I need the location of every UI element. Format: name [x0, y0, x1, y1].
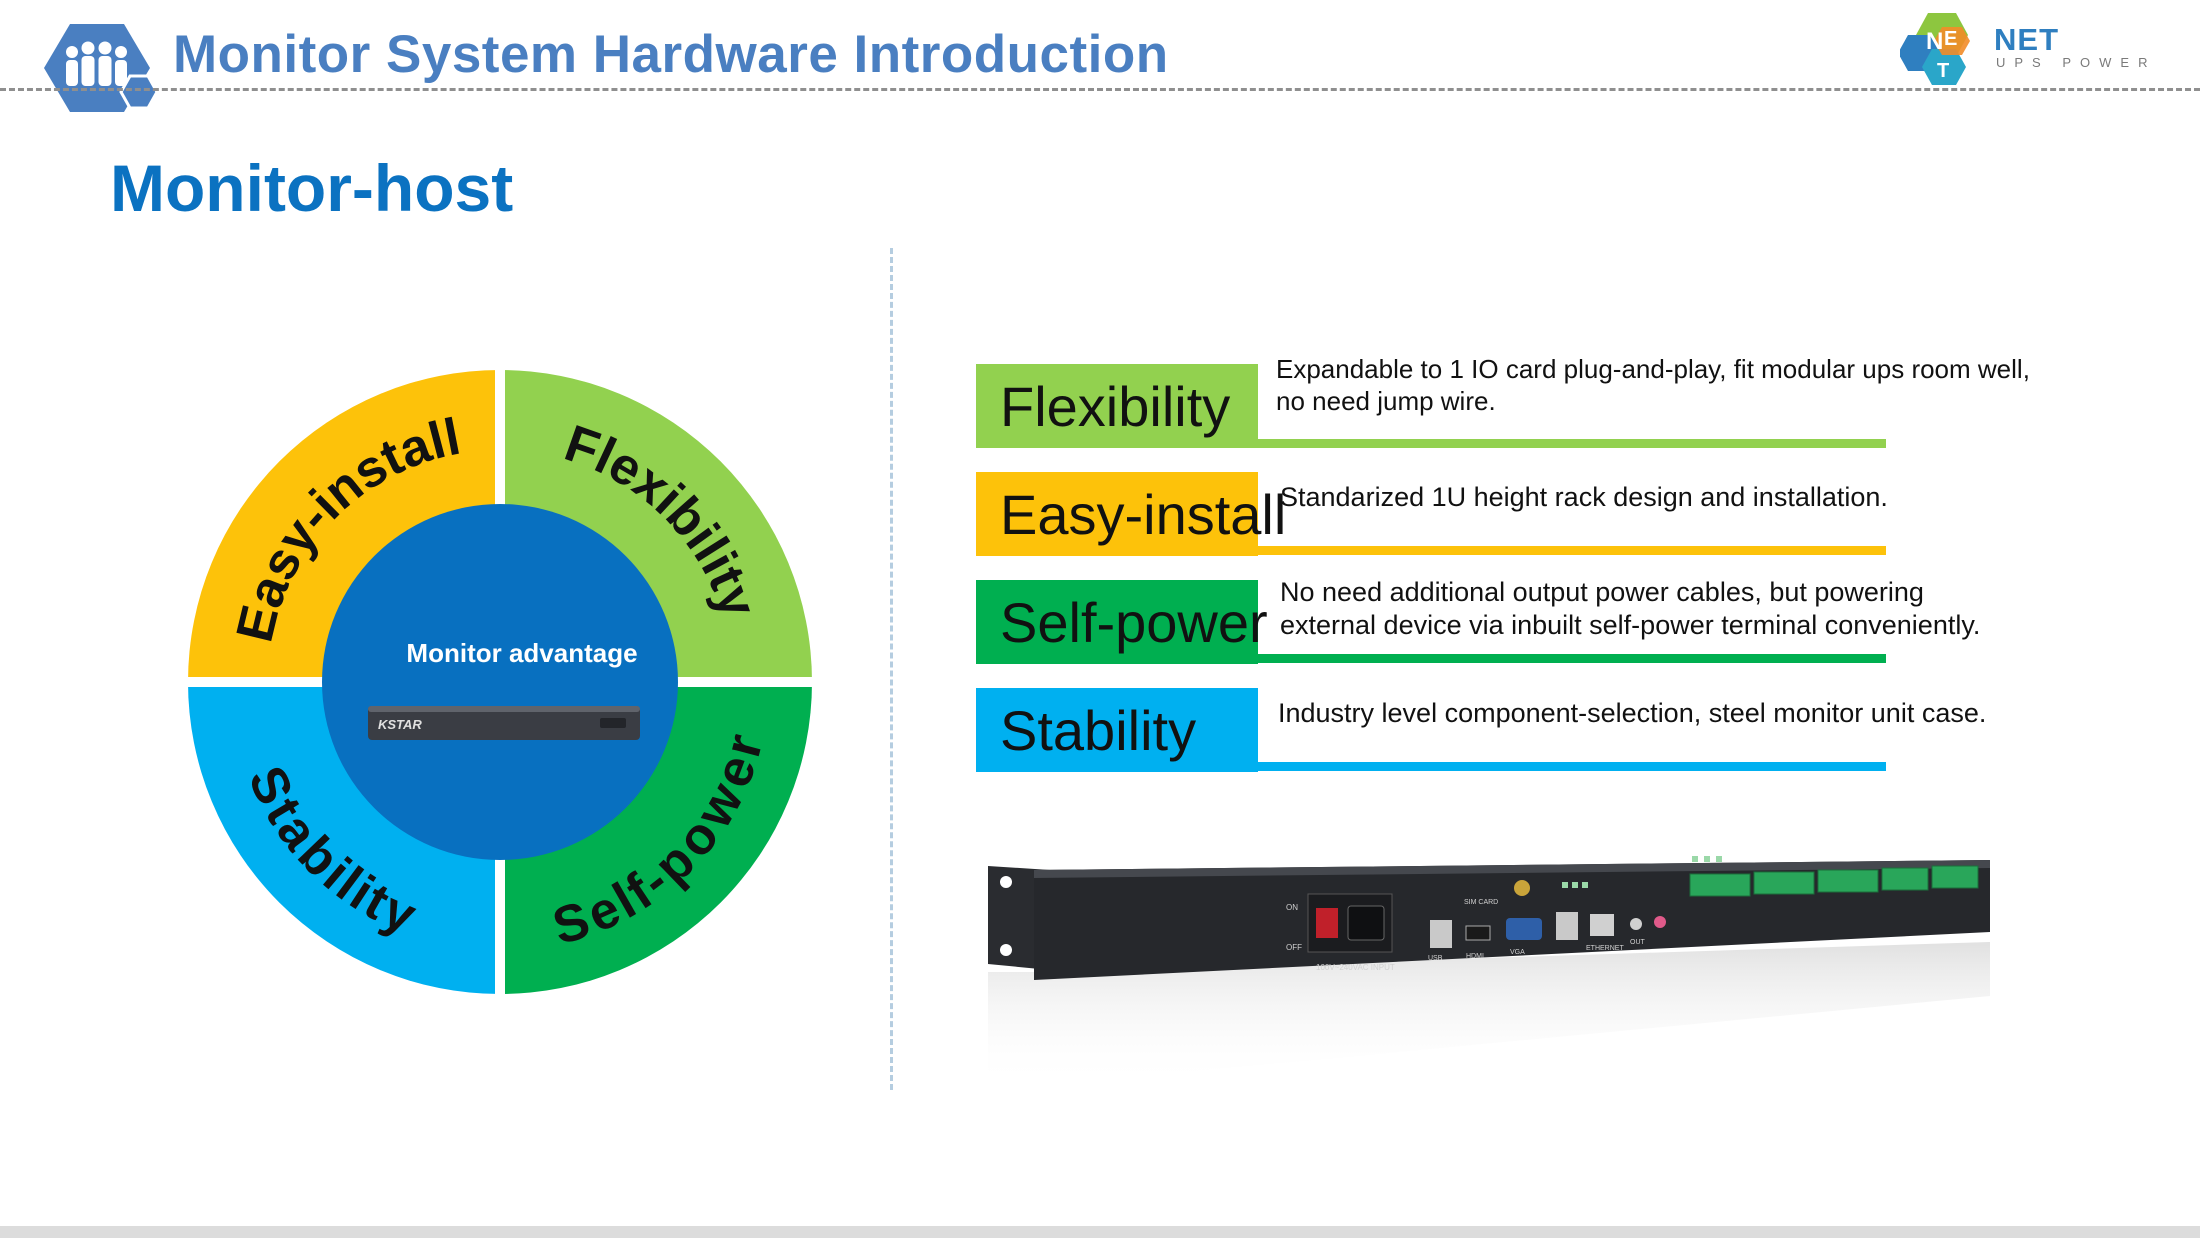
vertical-divider [890, 248, 893, 1090]
off-label: OFF [1286, 943, 1302, 952]
feature-underline [1258, 546, 1886, 555]
feature-underline [1258, 439, 1886, 448]
page-title: Monitor System Hardware Introduction [173, 25, 1169, 84]
section-title: Monitor-host [110, 151, 514, 225]
feature-description: Expandable to 1 IO card plug-and-play, f… [1276, 354, 2030, 416]
feature-underline [1258, 762, 1886, 771]
power-input-label: 100V~240VAC INPUT [1316, 963, 1395, 972]
footer-bar [0, 1226, 2200, 1238]
monitor-device-icon: KSTAR [368, 706, 640, 740]
net-logo-icon: N E T [1900, 13, 1970, 85]
feature-description: No need additional output power cables, … [1280, 577, 1981, 640]
advantage-diagram: Easy-install Flexibility Stability Self-… [180, 362, 820, 1002]
header-divider [0, 88, 2200, 91]
vga-label: VGA [1510, 949, 1525, 956]
team-hexagon-icon [44, 24, 159, 112]
feature-label: Easy-install [976, 472, 1286, 556]
center-disc [322, 504, 678, 860]
center-label: Monitor advantage [406, 638, 637, 668]
feature-description: Industry level component-selection, stee… [1278, 698, 1987, 728]
feature-description: Standarized 1U height rack design and in… [1280, 482, 1888, 512]
logo-brand-text: NET [1994, 22, 2059, 57]
device-brand-label: KSTAR [378, 717, 422, 732]
out-label: OUT [1630, 939, 1646, 946]
svg-text:E: E [1944, 28, 1957, 50]
feature-label: Stability [976, 688, 1258, 772]
usb-label: USB [1428, 955, 1443, 962]
sim-card-label: SIM CARD [1464, 899, 1498, 906]
feature-label: Flexibility [976, 364, 1258, 448]
monitor-host-product-image: 100V~240VAC INPUT ON OFF SIM CARD USB HD… [988, 856, 1990, 1086]
svg-text:N: N [1926, 28, 1943, 55]
on-label: ON [1286, 903, 1298, 912]
logo-tagline: UPS POWER [1996, 55, 2157, 70]
hdmi-label: HDMI [1466, 953, 1484, 960]
feature-label: Self-power [976, 580, 1268, 664]
svg-text:T: T [1937, 60, 1949, 82]
feature-underline [1258, 654, 1886, 663]
ethernet-label: ETHERNET [1586, 945, 1624, 952]
